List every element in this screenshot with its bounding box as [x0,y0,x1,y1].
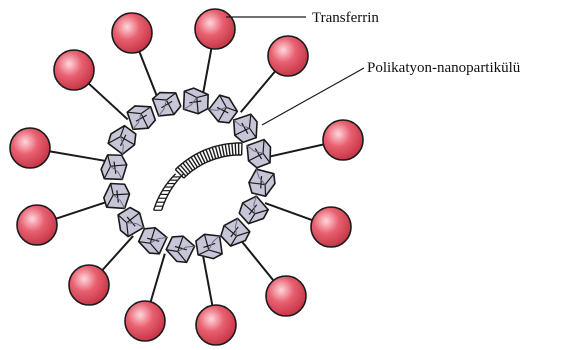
strand-rung [219,146,222,158]
transferrin-label: Transferrin [312,10,379,26]
transferrin-sphere [195,9,235,49]
polycation-unit [126,102,157,133]
strand-rung [232,143,233,155]
strand-backbone [154,206,155,210]
stalk-line [150,254,165,304]
strand-rung [180,165,188,174]
polycation-unit [182,87,209,114]
transferrin-sphere [17,205,57,245]
polycation-unit [195,233,222,260]
polycation-unit [163,232,197,266]
strand-rung [235,143,236,155]
strand-backbone [163,202,165,206]
polycation-label: Polikatyon-nanopartikülü [367,60,521,76]
strand-rung [215,146,218,158]
stalk-line [203,256,213,308]
transferrin-sphere [311,207,351,247]
transferrin-sphere [268,36,308,76]
strand-rung [188,159,195,169]
nucleic-acid-strand [154,143,242,210]
stalk-line [241,70,277,112]
polycation-unit [246,167,277,198]
polycation-leader-line [262,68,364,125]
transferrin-sphere [10,128,50,168]
polycation-unit [244,138,275,169]
transferrin-sphere [266,276,306,316]
transferrin-sphere [196,305,236,345]
transferrin-sphere [54,50,94,90]
strand-rung [225,144,227,156]
polycation-unit [100,153,127,180]
polycation-unit [231,113,262,144]
transferrin-sphere [125,301,165,341]
stalk-line [48,151,107,161]
transferrin-sphere [112,13,152,53]
stalk-line [265,203,314,221]
stalk-line [54,201,110,220]
strand-rung [183,163,190,172]
transferrin-spheres [10,9,363,345]
stalk-line [101,236,133,272]
stalk-line [87,82,127,119]
polycation-unit [103,182,131,210]
strand-rung [186,161,193,171]
stalk-line [203,47,212,95]
strand-rung [222,145,224,157]
stalk-line [240,239,275,282]
polycation-ring [100,87,277,266]
stalk-line [268,144,325,157]
strand-rung [229,144,230,156]
strand-backbone [162,206,163,210]
transferrin-sphere [323,120,363,160]
strand-backbone [155,202,157,206]
transferrin-sphere [69,265,109,305]
stalk-line [139,50,158,99]
